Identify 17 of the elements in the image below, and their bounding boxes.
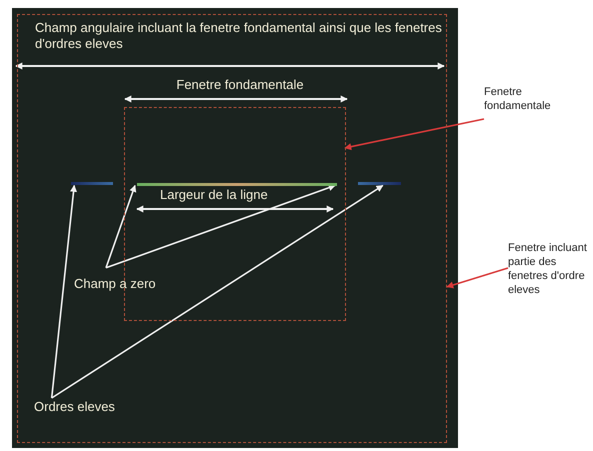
dashed-frame bbox=[17, 14, 447, 443]
leader-arrow bbox=[50, 184, 78, 398]
leader-arrow bbox=[344, 118, 484, 150]
dimension-label: Largeur de la ligne bbox=[160, 187, 269, 203]
leader-arrow bbox=[446, 267, 508, 288]
leader-arrow bbox=[106, 184, 336, 269]
dimension-label: Fenetre fondamentale bbox=[175, 77, 305, 93]
spectral-line bbox=[137, 183, 337, 186]
dimension-label: Champ angulaire incluant la fenetre fondamental ainsi que les fenetres d'ordres eleves bbox=[35, 20, 443, 52]
leader-arrow bbox=[105, 184, 136, 268]
annotation-text: Fenetre incluant partie des fenetres d'ordre eleves bbox=[508, 241, 593, 301]
annotation-text: Champ a zero bbox=[74, 276, 184, 294]
spectral-line bbox=[71, 182, 113, 185]
leader-arrow bbox=[51, 184, 384, 399]
annotation-text: Ordres eleves bbox=[34, 399, 144, 417]
spectral-line bbox=[358, 182, 401, 185]
annotation-text: Fenetre fondamentale bbox=[484, 85, 574, 119]
